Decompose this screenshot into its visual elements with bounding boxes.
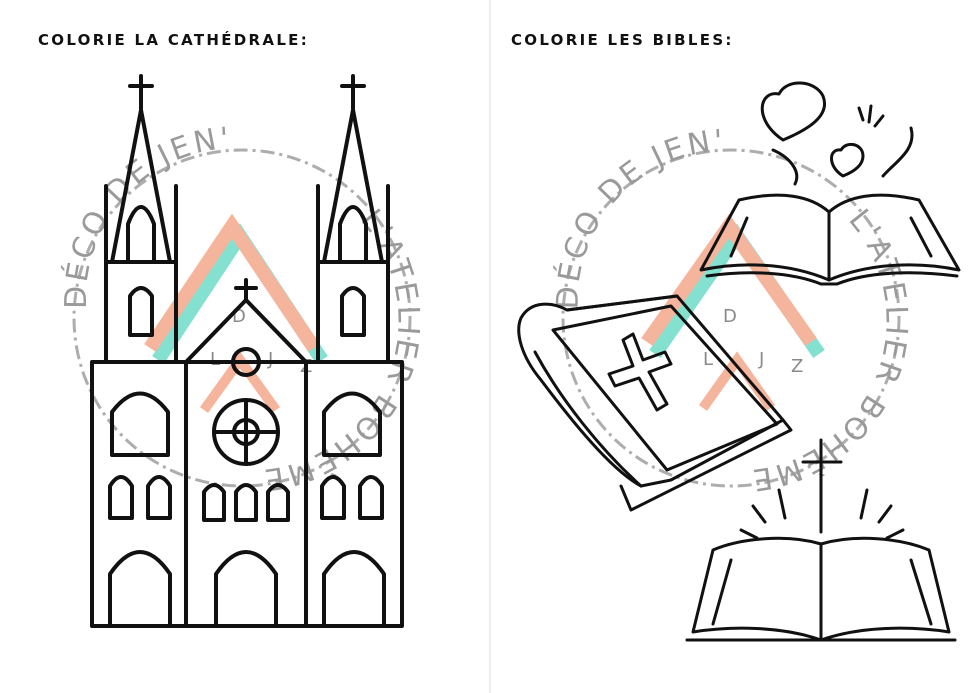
cathedral-drawing <box>90 74 404 628</box>
watermark-side-text: L'ATELIER BOHÈME <box>748 203 914 497</box>
small-heart-icon <box>830 142 865 178</box>
watermark-letter-3: J <box>267 349 273 370</box>
open-book-bottom <box>685 438 957 642</box>
bibles-panel: COLORIE LES BIBLES: DÉCO DE JEN' L'ATELI… <box>491 0 980 693</box>
bibles-title: COLORIE LES BIBLES: <box>511 31 734 49</box>
watermark-letter-3: J <box>758 349 764 370</box>
watermark-letter-2: L <box>210 349 220 370</box>
watermark-letter-4: Z <box>791 356 803 377</box>
heart-icon <box>760 81 827 142</box>
watermark-letter-1: D <box>723 306 737 327</box>
open-book-top <box>699 193 961 282</box>
cathedral-title: COLORIE LA CATHÉDRALE: <box>38 31 310 49</box>
cathedral-panel: COLORIE LA CATHÉDRALE: DÉCO DE JEN' L'AT… <box>0 0 489 693</box>
cross-icon <box>607 332 673 412</box>
panel-divider <box>489 0 491 693</box>
bibles-drawing <box>517 81 961 642</box>
bibles-illustration: DÉCO DE JEN' L'ATELIER BOHÈME D L J Z <box>517 81 961 642</box>
cathedral-illustration: DÉCO DE JEN' L'ATELIER BOHÈME D L J Z <box>59 74 423 628</box>
watermark-letter-2: L <box>703 349 713 370</box>
closed-bible <box>517 294 793 512</box>
